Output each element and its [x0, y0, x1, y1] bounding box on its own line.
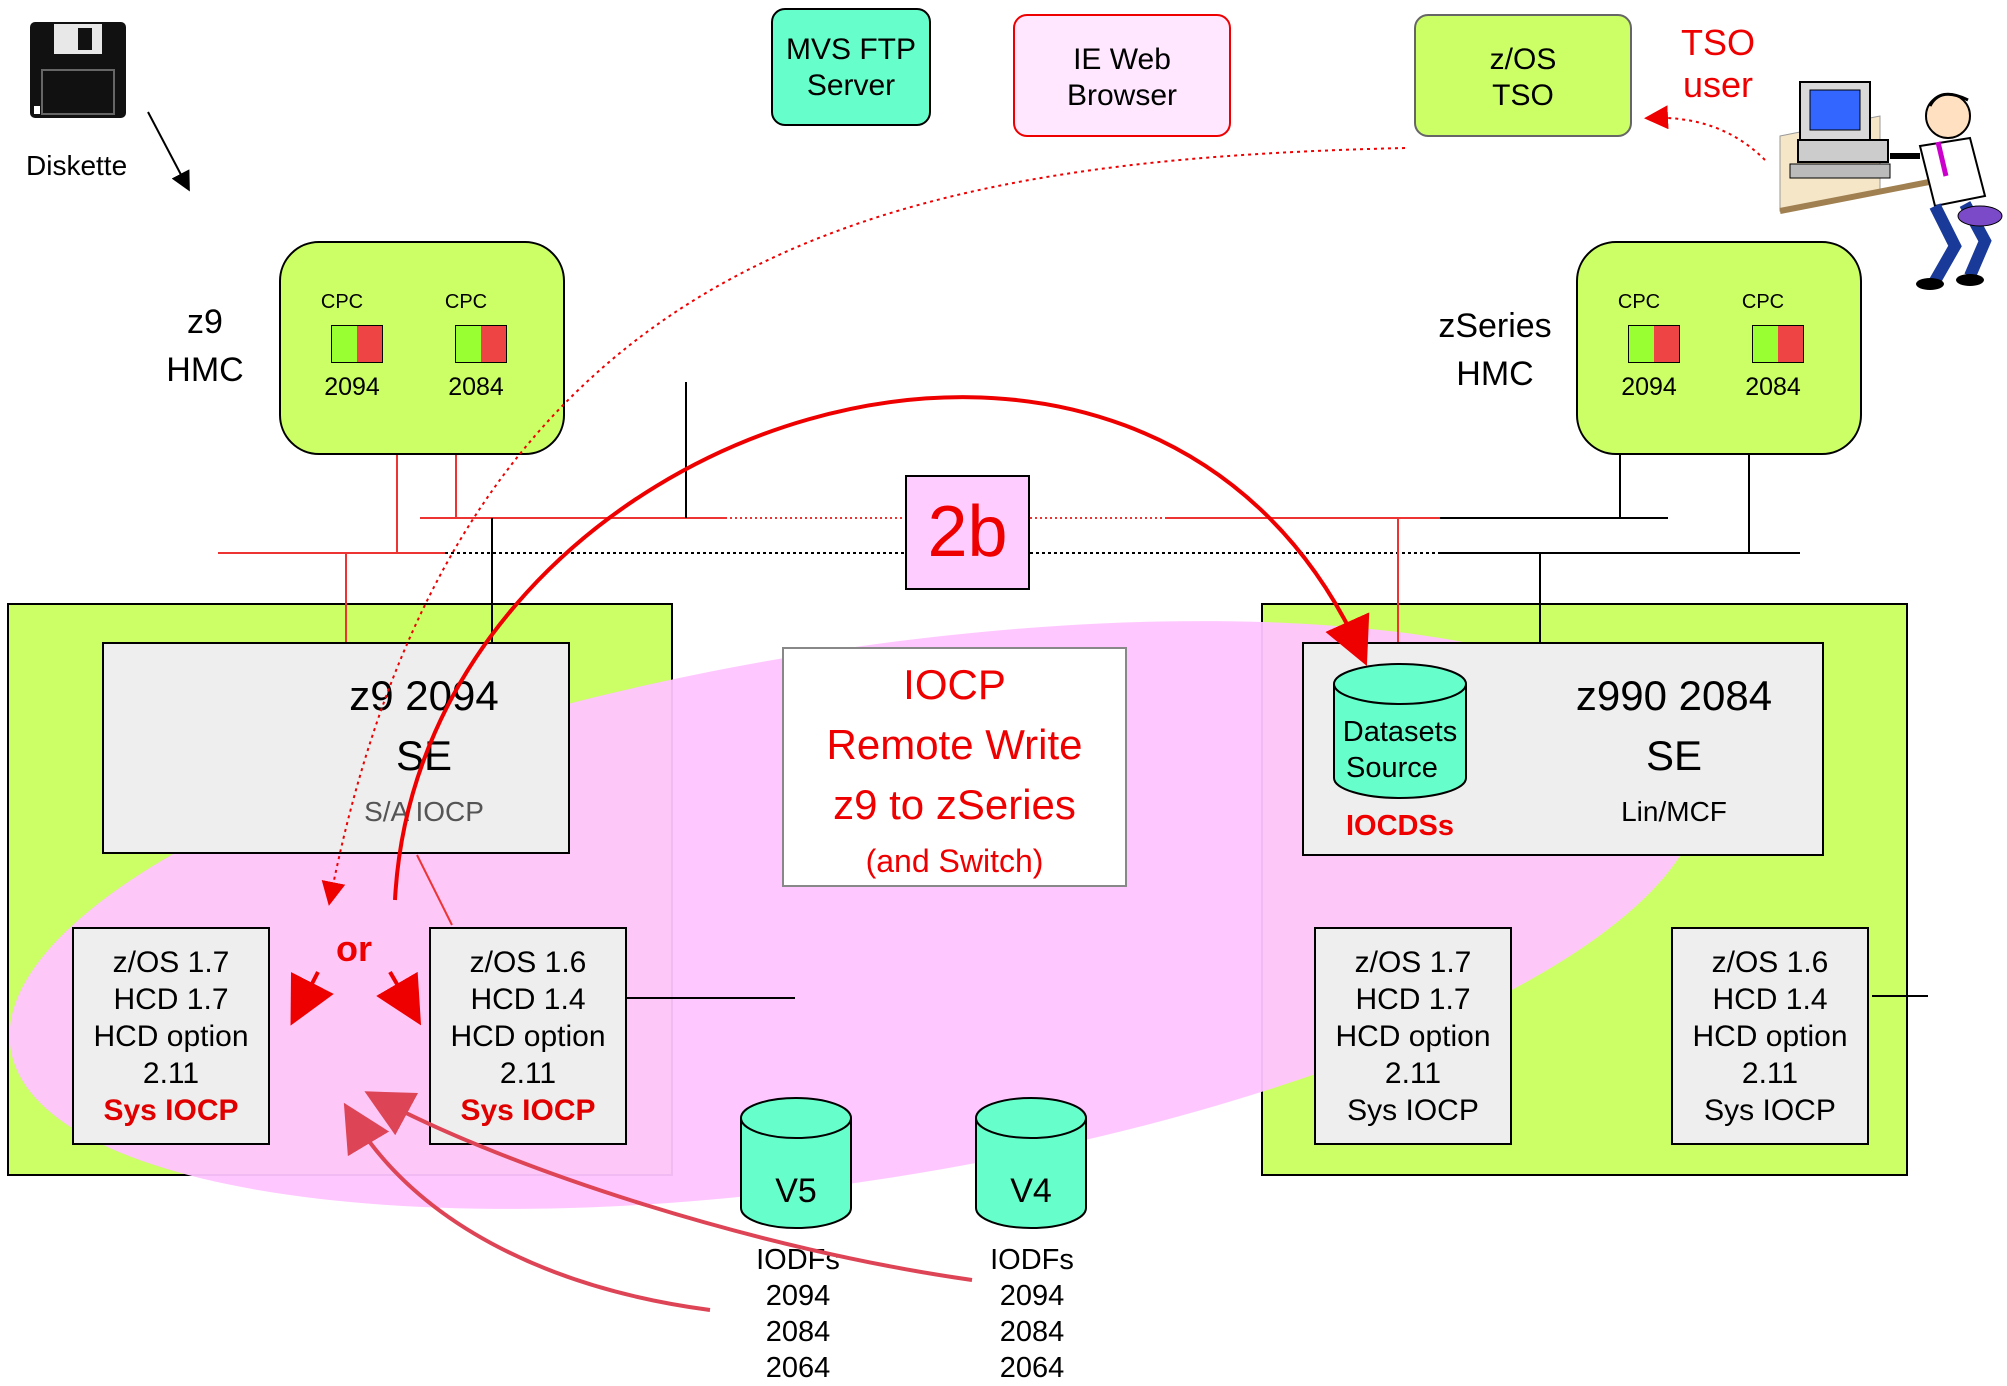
sys-iocp-label: Sys IOCP [460, 1093, 596, 1127]
sys-iocp-label: Sys IOCP [1704, 1093, 1836, 1127]
zseries-hmc-box: CPC 2094 CPC 2084 [1576, 241, 1862, 455]
zseries-hmc-line2: HMC [1456, 355, 1534, 393]
os-line: HCD option [1335, 1019, 1491, 1053]
step-badge-text: 2b [927, 492, 1008, 572]
sys-iocp-label: Sys IOCP [1347, 1093, 1479, 1127]
zseries-hmc-line1: zSeries [1438, 307, 1552, 345]
iodf-line: 2084 [999, 1316, 1065, 1348]
center-sub: (and Switch) [865, 843, 1044, 879]
cpc-label: CPC [1617, 291, 1661, 313]
os-line: HCD 1.7 [1355, 982, 1471, 1016]
mvs-ftp-line2: Server [806, 69, 896, 102]
z9-hmc-line1: z9 [187, 303, 223, 341]
iodf-line: 2064 [765, 1352, 831, 1384]
or-label: or [336, 928, 372, 969]
os-line: HCD option [1692, 1019, 1848, 1053]
zos-tso-line1: z/OS [1489, 43, 1557, 76]
iodf-line: IODFs [756, 1244, 840, 1276]
iodf-cylinder-v4 [974, 1096, 1088, 1230]
os-box: z/OS 1.6 HCD 1.4 HCD option 2.11 Sys IOC… [1671, 927, 1869, 1145]
cpc-status-indicator [1752, 325, 1804, 363]
os-line: 2.11 [499, 1056, 557, 1090]
os-line: z/OS 1.6 [469, 945, 587, 979]
os-box: z/OS 1.6 HCD 1.4 HCD option 2.11 Sys IOC… [429, 927, 627, 1145]
center-line3: z9 to zSeries [833, 781, 1076, 828]
person-at-computer-icon [1770, 76, 2005, 296]
os-box: z/OS 1.7 HCD 1.7 HCD option 2.11 Sys IOC… [1314, 927, 1512, 1145]
iodf-line: 2084 [765, 1316, 831, 1348]
iodf-line: 2064 [999, 1352, 1065, 1384]
cpc-label: CPC [320, 291, 364, 313]
cylinder-line1: Datasets [1342, 716, 1458, 748]
iocdss-caption: IOCDSs [1346, 810, 1454, 842]
iodf-line: 2094 [999, 1280, 1065, 1312]
cpc-model: 2084 [448, 373, 504, 401]
iodf-version-label: V5 [775, 1172, 817, 1210]
os-line: HCD 1.4 [1712, 982, 1828, 1016]
sys-iocp-label: Sys IOCP [103, 1093, 239, 1127]
os-line: z/OS 1.6 [1711, 945, 1829, 979]
iodf-line: IODFs [990, 1244, 1074, 1276]
z9-se-sub: S/A IOCP [364, 796, 484, 827]
iodf-version-label: V4 [1010, 1172, 1052, 1210]
z990-se-title: z990 2084 [1575, 672, 1773, 719]
z990-se-box: z990 2084 SE Lin/MCF Datasets Source IOC… [1302, 642, 1824, 856]
iodf-list: IODFs 2094 2084 2064 [972, 1242, 1092, 1386]
cylinder-line2: Source [1346, 752, 1438, 784]
os-line: HCD option [450, 1019, 606, 1053]
floppy-disk-icon [28, 20, 128, 120]
iodf-list: IODFs 2094 2084 2064 [738, 1242, 858, 1386]
cpc-model: 2094 [324, 373, 380, 401]
zos-tso-box: z/OS TSO [1414, 14, 1632, 137]
os-line: HCD 1.4 [470, 982, 586, 1016]
mvs-ftp-server-box: MVS FTP Server [771, 8, 931, 126]
z9-hmc-line2: HMC [166, 351, 244, 389]
cpc-status-indicator [331, 325, 383, 363]
zos-tso-line2: TSO [1492, 79, 1554, 112]
os-box: z/OS 1.7 HCD 1.7 HCD option 2.11 Sys IOC… [72, 927, 270, 1145]
iodf-line: 2094 [765, 1280, 831, 1312]
zseries-hmc-label: zSeries HMC [1420, 302, 1570, 398]
os-line: 2.11 [142, 1056, 200, 1090]
mvs-ftp-line1: MVS FTP [785, 33, 916, 66]
os-line: 2.11 [1384, 1056, 1442, 1090]
center-line2: Remote Write [826, 721, 1083, 768]
ie-browser-line1: IE Web [1073, 43, 1171, 76]
diskette-label: Diskette [26, 150, 128, 181]
cpc-status-indicator [455, 325, 507, 363]
z9-hmc-label: z9 HMC [155, 298, 255, 394]
cpc-label: CPC [444, 291, 488, 313]
os-line: HCD option [93, 1019, 249, 1053]
tso-user-line2: user [1682, 64, 1754, 105]
cpc-model: 2084 [1745, 373, 1801, 401]
z990-se-sub: Lin/MCF [1621, 796, 1727, 827]
ie-web-browser-box: IE Web Browser [1013, 14, 1231, 137]
ie-browser-line2: Browser [1066, 79, 1178, 112]
z9-se-se: SE [395, 732, 453, 779]
cpc-status-indicator [1628, 325, 1680, 363]
cpc-model: 2094 [1621, 373, 1677, 401]
iocp-remote-write-box: IOCP Remote Write z9 to zSeries (and Swi… [782, 647, 1127, 887]
step-badge: 2b [905, 475, 1030, 590]
z9-se-box: z9 2094 SE S/A IOCP [102, 642, 570, 854]
os-line: z/OS 1.7 [1354, 945, 1472, 979]
os-line: HCD 1.7 [113, 982, 229, 1016]
z9-hmc-box: CPC 2094 CPC 2084 [279, 241, 565, 455]
center-line1: IOCP [903, 661, 1006, 708]
tso-user-label: TSO user [1668, 22, 1768, 106]
tso-user-line1: TSO [1680, 22, 1755, 63]
z9-se-title: z9 2094 [349, 672, 499, 719]
z990-se-se: SE [1645, 732, 1703, 779]
os-line: z/OS 1.7 [112, 945, 230, 979]
os-line: 2.11 [1741, 1056, 1799, 1090]
cpc-label: CPC [1741, 291, 1785, 313]
